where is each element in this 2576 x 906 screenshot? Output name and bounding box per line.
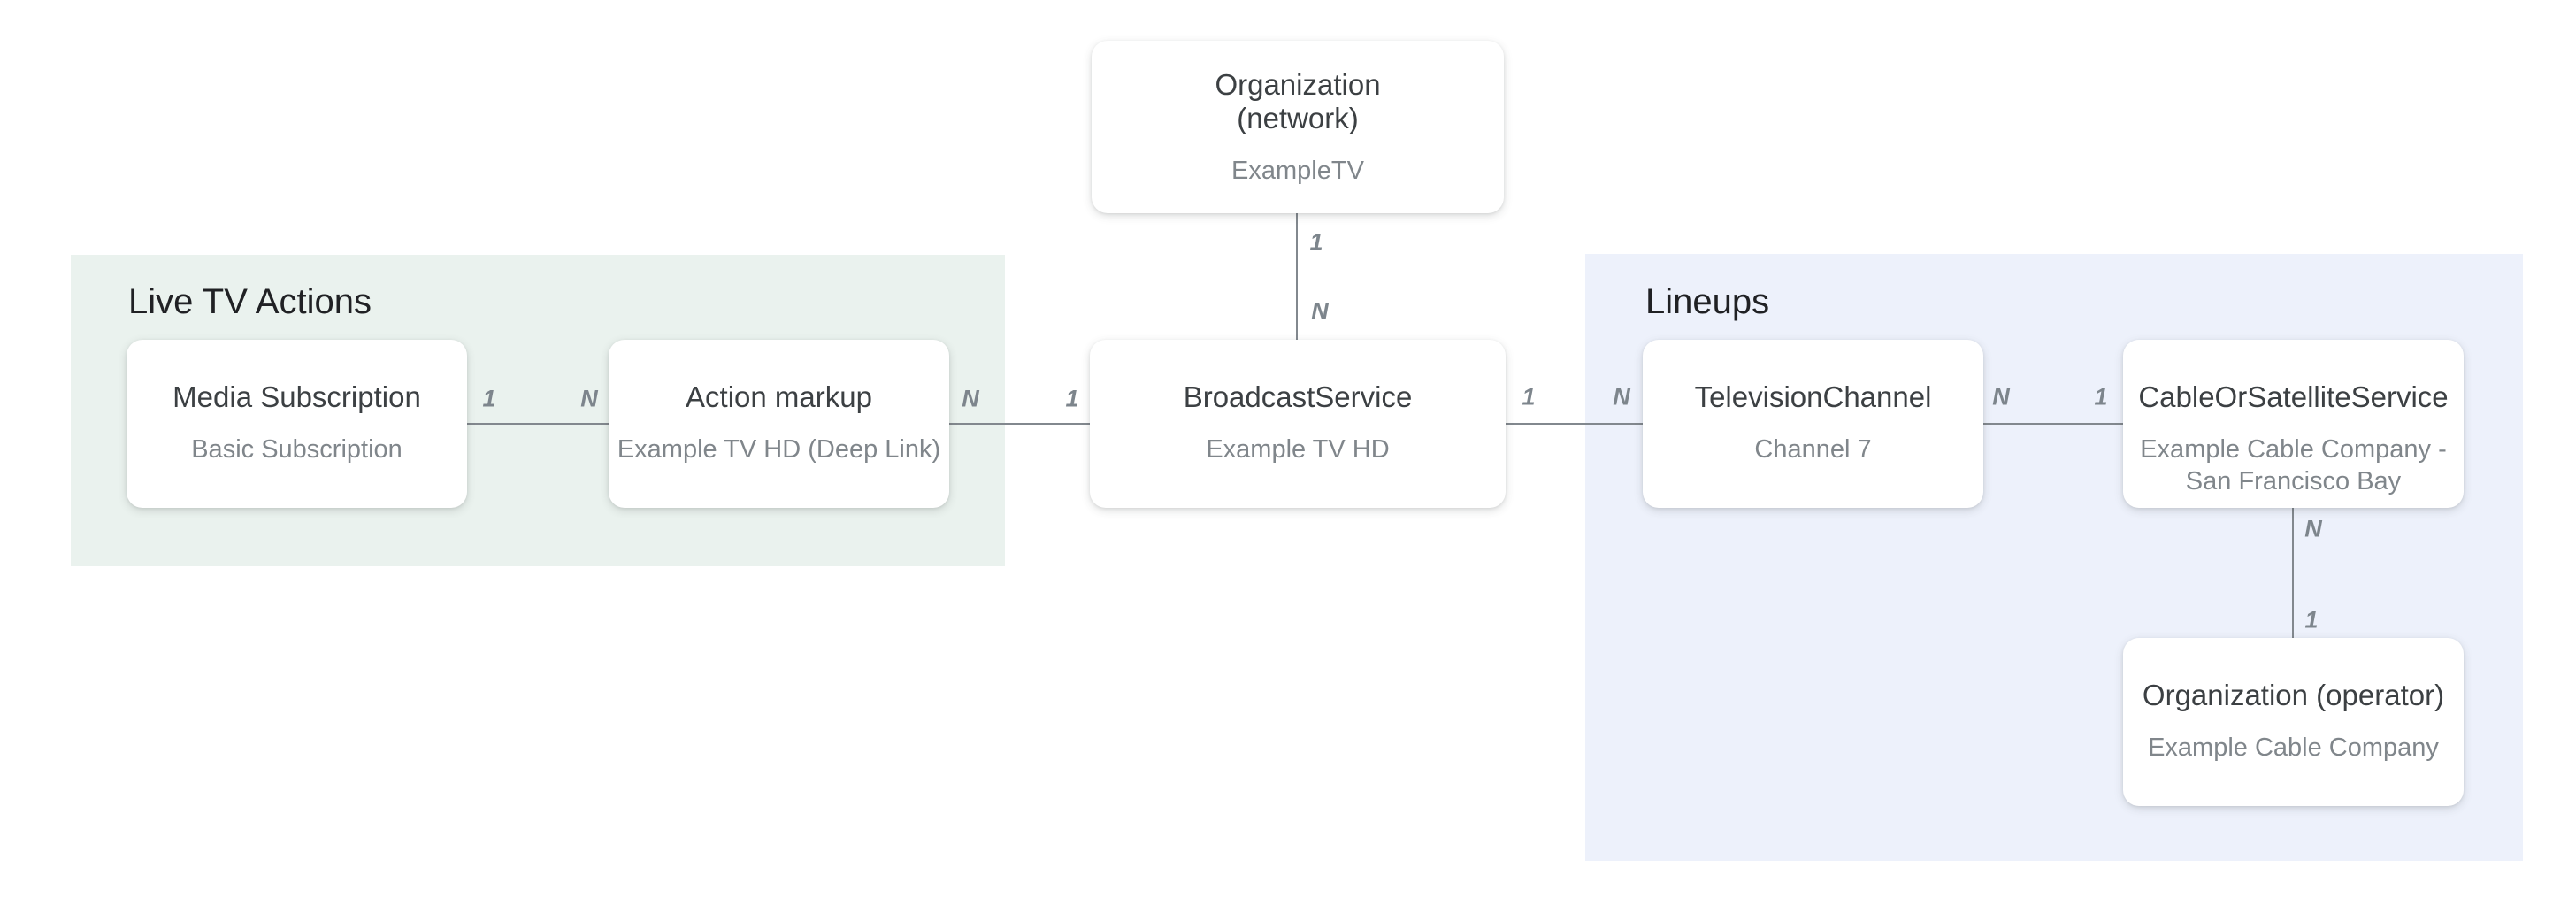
node-title: BroadcastService bbox=[1183, 380, 1413, 413]
node-subtitle: Example TV HD (Deep Link) bbox=[617, 435, 941, 464]
cardinality-tv-left: N bbox=[1613, 383, 1630, 411]
node-subtitle: Example TV HD bbox=[1206, 435, 1390, 464]
edge-television-channel-to-cable-or-satellite-service bbox=[1983, 423, 2123, 425]
node-broadcast-service: BroadcastService Example TV HD bbox=[1090, 340, 1506, 508]
region-label-lineups: Lineups bbox=[1645, 282, 1770, 321]
node-action-markup: Action markup Example TV HD (Deep Link) bbox=[609, 340, 949, 508]
cardinality-network-side: 1 bbox=[1309, 228, 1323, 256]
edge-organization-network-to-broadcast-service bbox=[1296, 213, 1298, 340]
cardinality-action-right: N bbox=[962, 385, 979, 412]
node-subtitle: Example Cable Company bbox=[2148, 733, 2439, 762]
node-subtitle: Basic Subscription bbox=[191, 435, 402, 464]
cardinality-broadcast-top: N bbox=[1311, 297, 1329, 325]
node-title: Organization (network) bbox=[1215, 67, 1381, 134]
node-title: Action markup bbox=[686, 380, 872, 413]
cardinality-operator-top: 1 bbox=[2304, 606, 2319, 633]
node-subtitle: Channel 7 bbox=[1754, 435, 1872, 464]
node-subtitle: ExampleTV bbox=[1231, 156, 1364, 185]
node-cable-or-satellite-service: CableOrSatelliteService Example Cable Co… bbox=[2123, 340, 2464, 508]
edge-broadcast-service-to-television-channel bbox=[1506, 423, 1643, 425]
node-media-subscription: Media Subscription Basic Subscription bbox=[126, 340, 467, 508]
cardinality-broadcast-left: 1 bbox=[1065, 385, 1079, 412]
node-subtitle: Example Cable Company - San Francisco Ba… bbox=[2140, 435, 2447, 495]
node-title: Organization (operator) bbox=[2142, 679, 2445, 711]
edge-cable-or-satellite-service-to-organization-operator bbox=[2292, 508, 2294, 638]
cardinality-cable-left: 1 bbox=[2094, 383, 2108, 411]
edge-media-subscription-to-action-markup bbox=[467, 423, 609, 425]
node-title: TelevisionChannel bbox=[1694, 380, 1932, 413]
cardinality-broadcast-right: 1 bbox=[1522, 383, 1536, 411]
cardinality-media-side: 1 bbox=[482, 385, 496, 412]
node-title: Media Subscription bbox=[172, 380, 421, 413]
node-title: CableOrSatelliteService bbox=[2138, 380, 2449, 413]
node-organization-network: Organization (network) ExampleTV bbox=[1092, 41, 1504, 213]
cardinality-tv-right: N bbox=[1992, 383, 2010, 411]
cardinality-cable-bottom: N bbox=[2304, 515, 2322, 542]
region-label-live-tv-actions: Live TV Actions bbox=[128, 282, 372, 321]
node-organization-operator: Organization (operator) Example Cable Co… bbox=[2123, 638, 2464, 806]
edge-action-markup-to-broadcast-service bbox=[949, 423, 1090, 425]
node-television-channel: TelevisionChannel Channel 7 bbox=[1643, 340, 1983, 508]
cardinality-action-left: N bbox=[580, 385, 598, 412]
